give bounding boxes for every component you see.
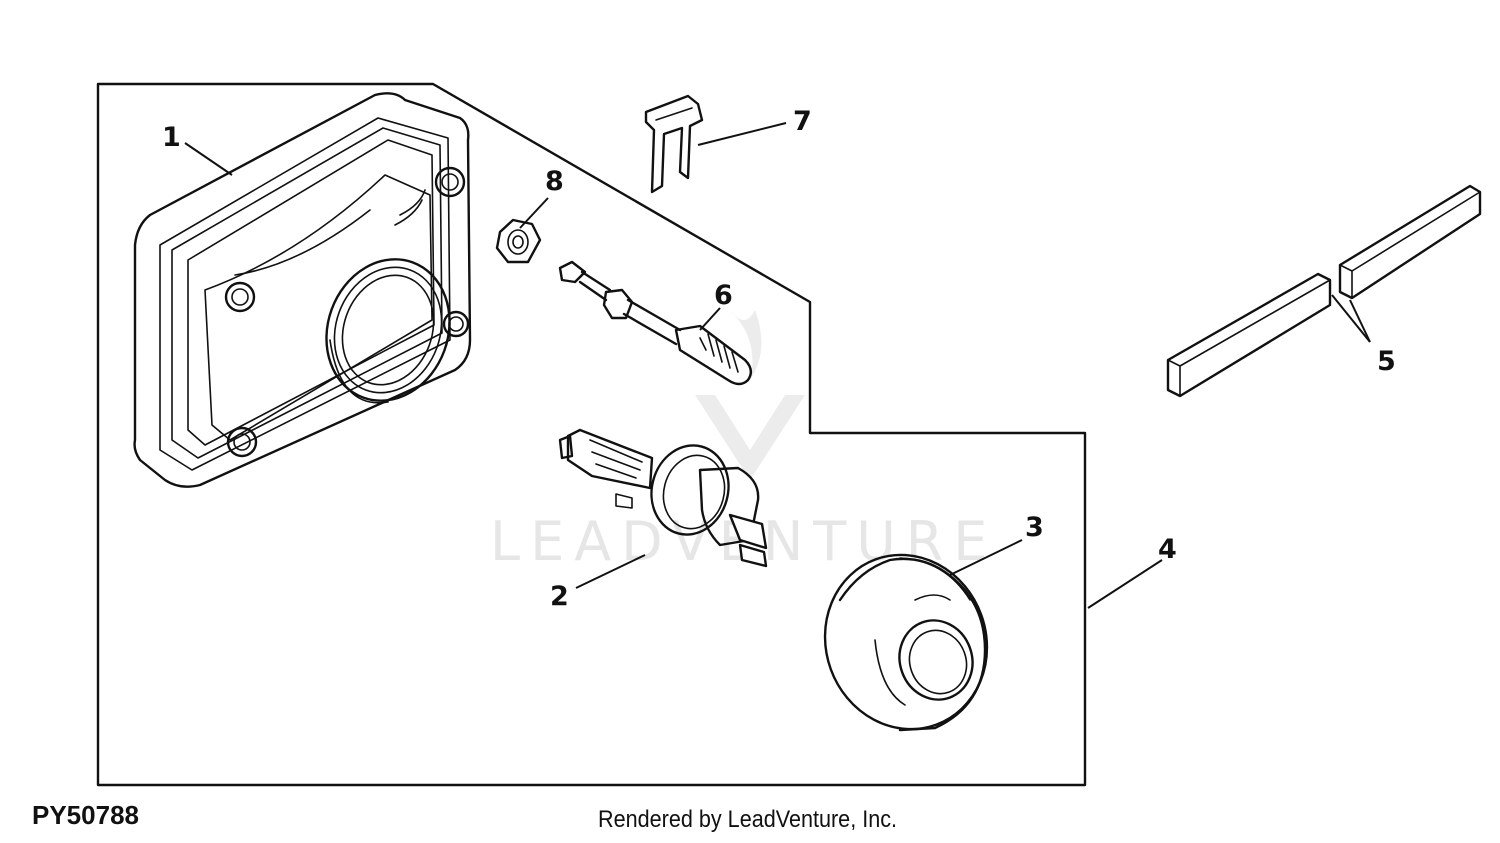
callout-8: 8 [545, 166, 564, 197]
halogen-bulb-part [558, 428, 768, 568]
callout-5: 5 [1377, 346, 1396, 377]
callout-6: 6 [714, 280, 733, 311]
hex-nut-part [495, 218, 542, 264]
rubber-boot-part [823, 553, 989, 732]
adjusting-screw-part [558, 260, 753, 386]
render-credit: Rendered by LeadVenture, Inc. [598, 806, 898, 833]
headlight-housing-part [133, 92, 472, 488]
figure-code: PY50788 [32, 800, 139, 830]
retaining-clip-part [644, 94, 704, 194]
foam-strip-part [1166, 184, 1482, 398]
callout-7: 7 [793, 106, 812, 137]
callout-leaders [184, 122, 1371, 609]
callout-2: 2 [550, 581, 569, 612]
callout-4: 4 [1158, 534, 1177, 565]
callout-1: 1 [162, 122, 181, 153]
callout-3: 3 [1025, 512, 1044, 543]
kit-boundary-outline [96, 82, 1087, 787]
